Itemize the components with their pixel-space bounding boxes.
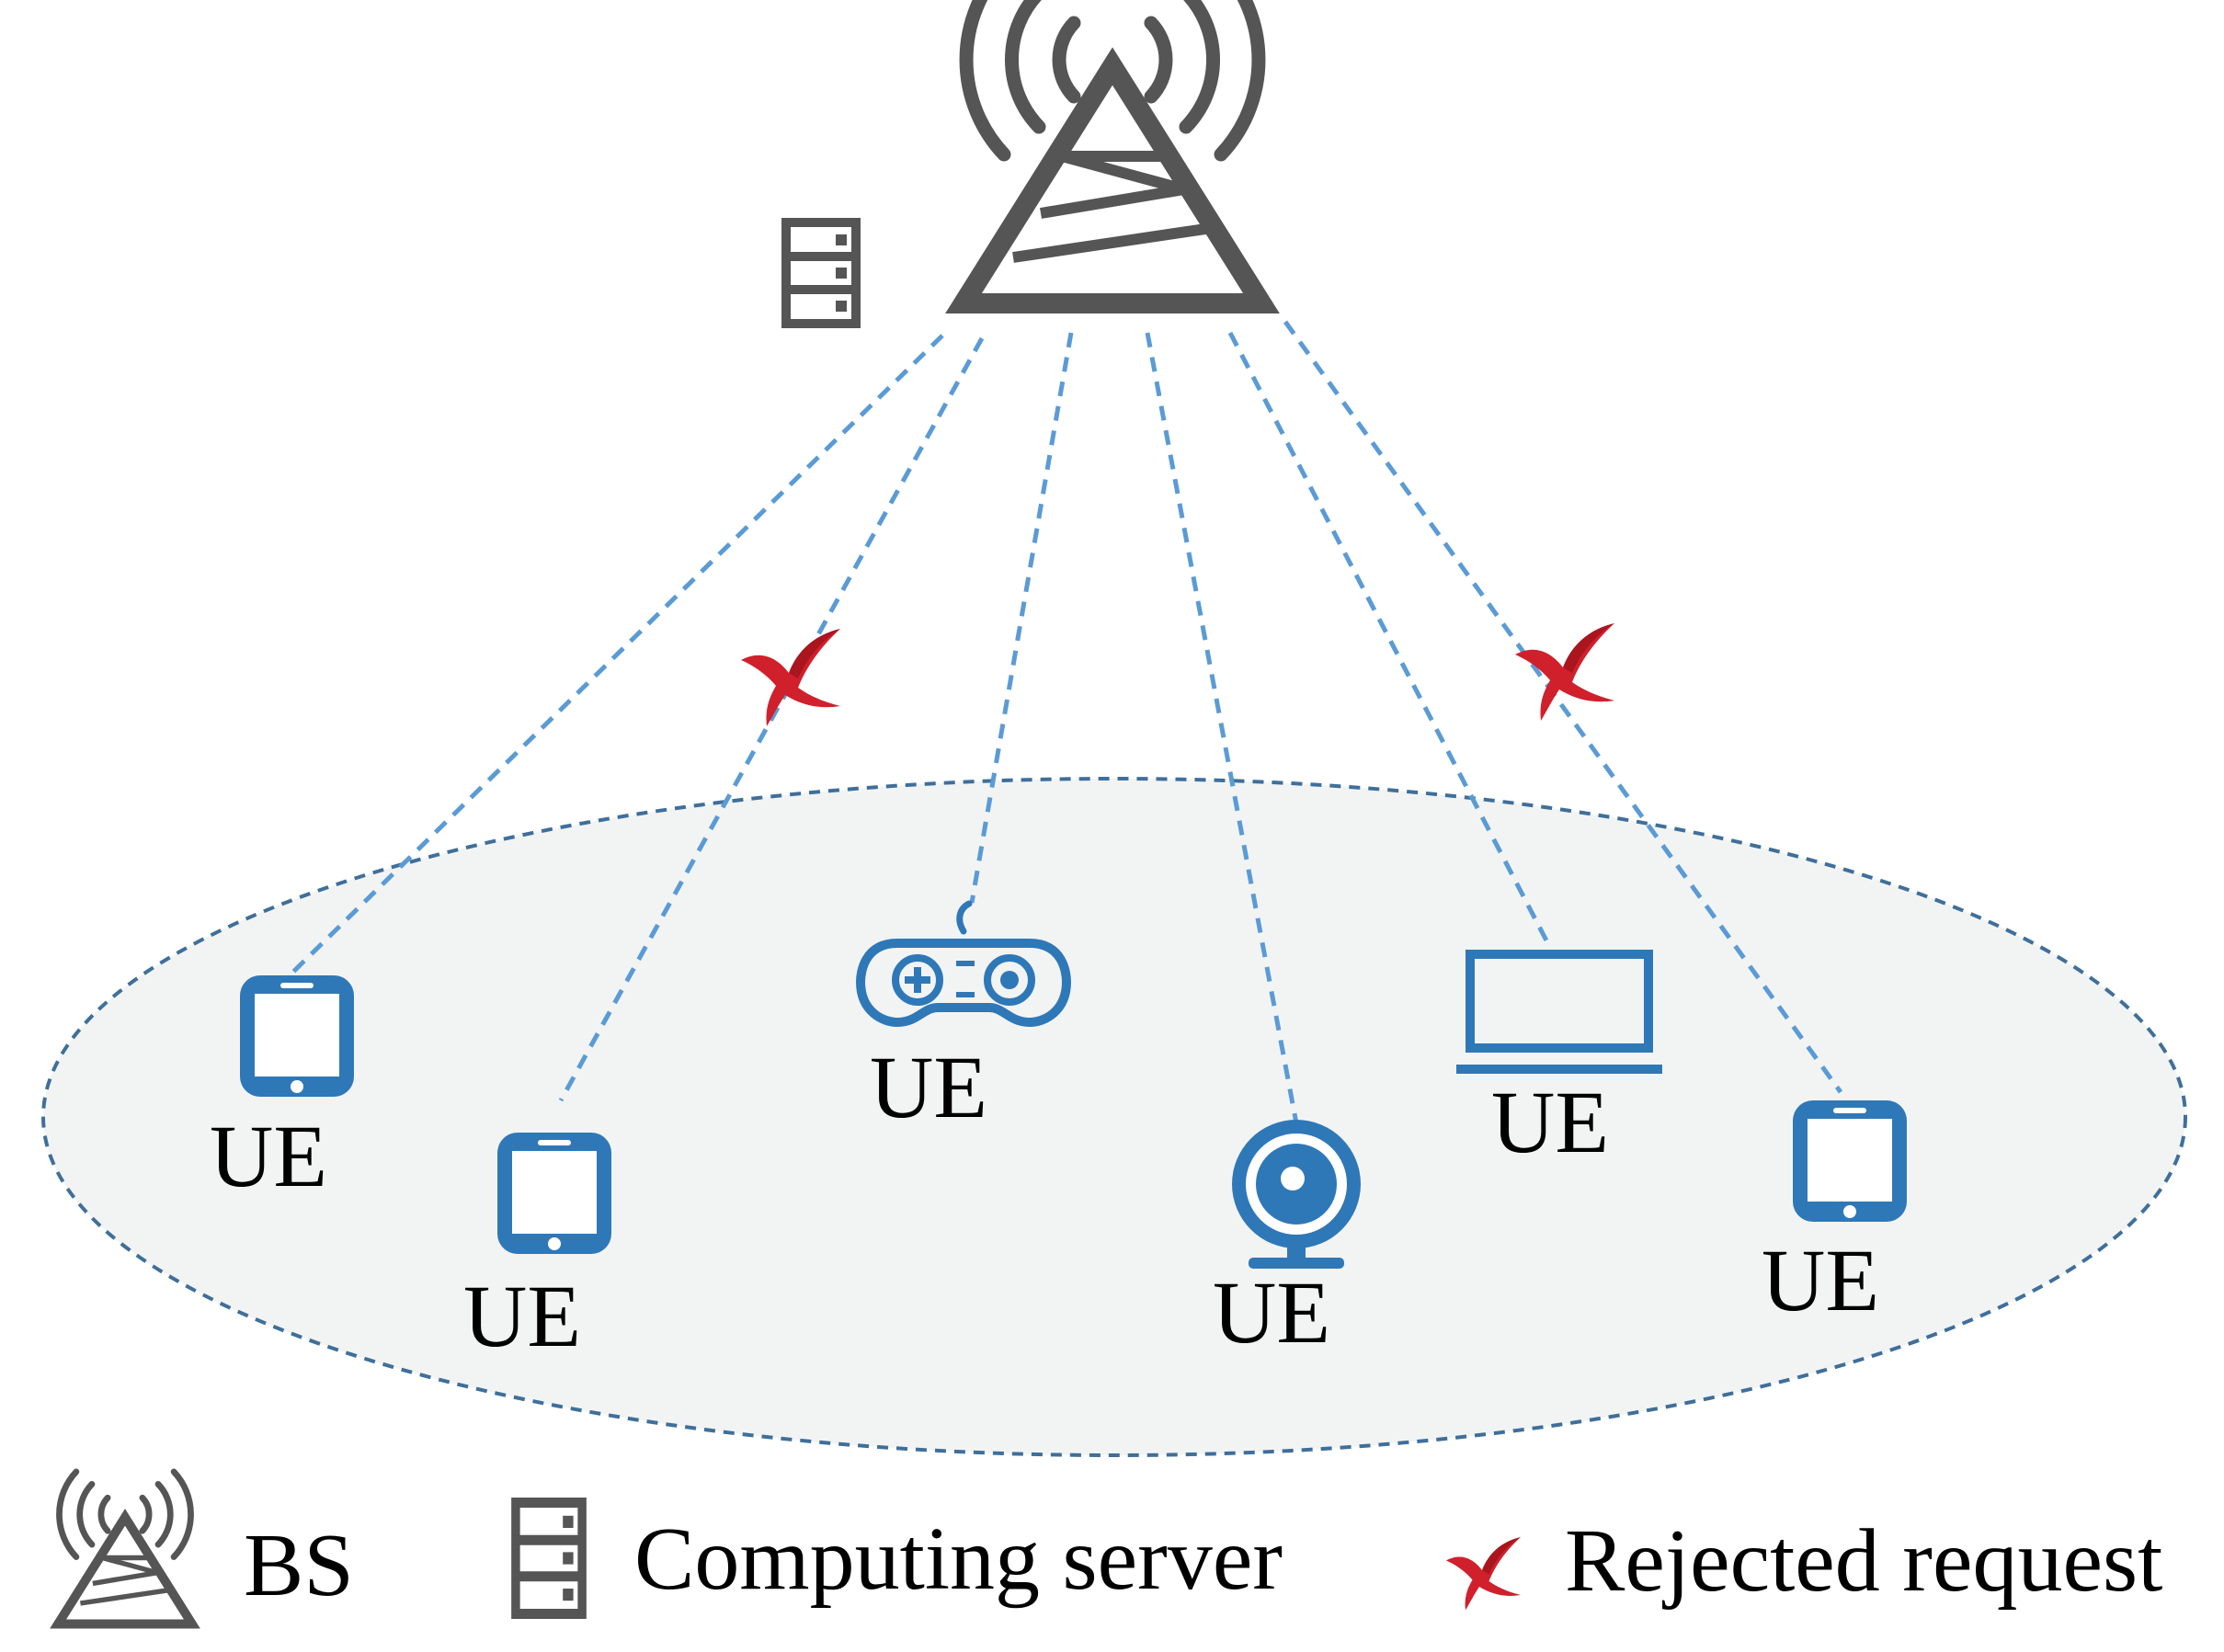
- ue-label: UE: [1491, 1073, 1609, 1171]
- smartphone-icon: [497, 1133, 611, 1254]
- smartphone-icon: [1793, 1100, 1907, 1222]
- server-rack-icon: [786, 222, 856, 324]
- legend-base-station-icon: [58, 1472, 192, 1624]
- legend-bs-label: BS: [244, 1516, 354, 1615]
- legend-rejected-label: Rejected request: [1565, 1511, 2162, 1611]
- link-line-3: [969, 332, 1074, 904]
- legend: BS Computing server Rejected request: [58, 1472, 2162, 1624]
- ue-label: UE: [870, 1038, 987, 1136]
- ue-label: UE: [1762, 1231, 1879, 1329]
- link-line-6: [1283, 320, 1843, 1094]
- coverage-area: [41, 777, 2187, 1457]
- ue-label: UE: [463, 1267, 581, 1365]
- smartphone-icon: [240, 975, 354, 1097]
- base-station-icon: [964, 0, 1261, 303]
- link-layer: [291, 320, 1843, 1124]
- link-line-1: [291, 334, 944, 974]
- legend-server-rack-icon: [516, 1503, 582, 1614]
- legend-server-label: Computing server: [634, 1510, 1283, 1609]
- link-line-2: [558, 336, 985, 1102]
- legend-red-x-mark-icon: [1446, 1537, 1521, 1611]
- red-x-mark-icon: [741, 629, 840, 726]
- ue-label: UE: [1213, 1263, 1330, 1361]
- link-line-5: [1227, 331, 1550, 944]
- link-line-4: [1145, 332, 1299, 1124]
- ue-label: UE: [210, 1107, 327, 1205]
